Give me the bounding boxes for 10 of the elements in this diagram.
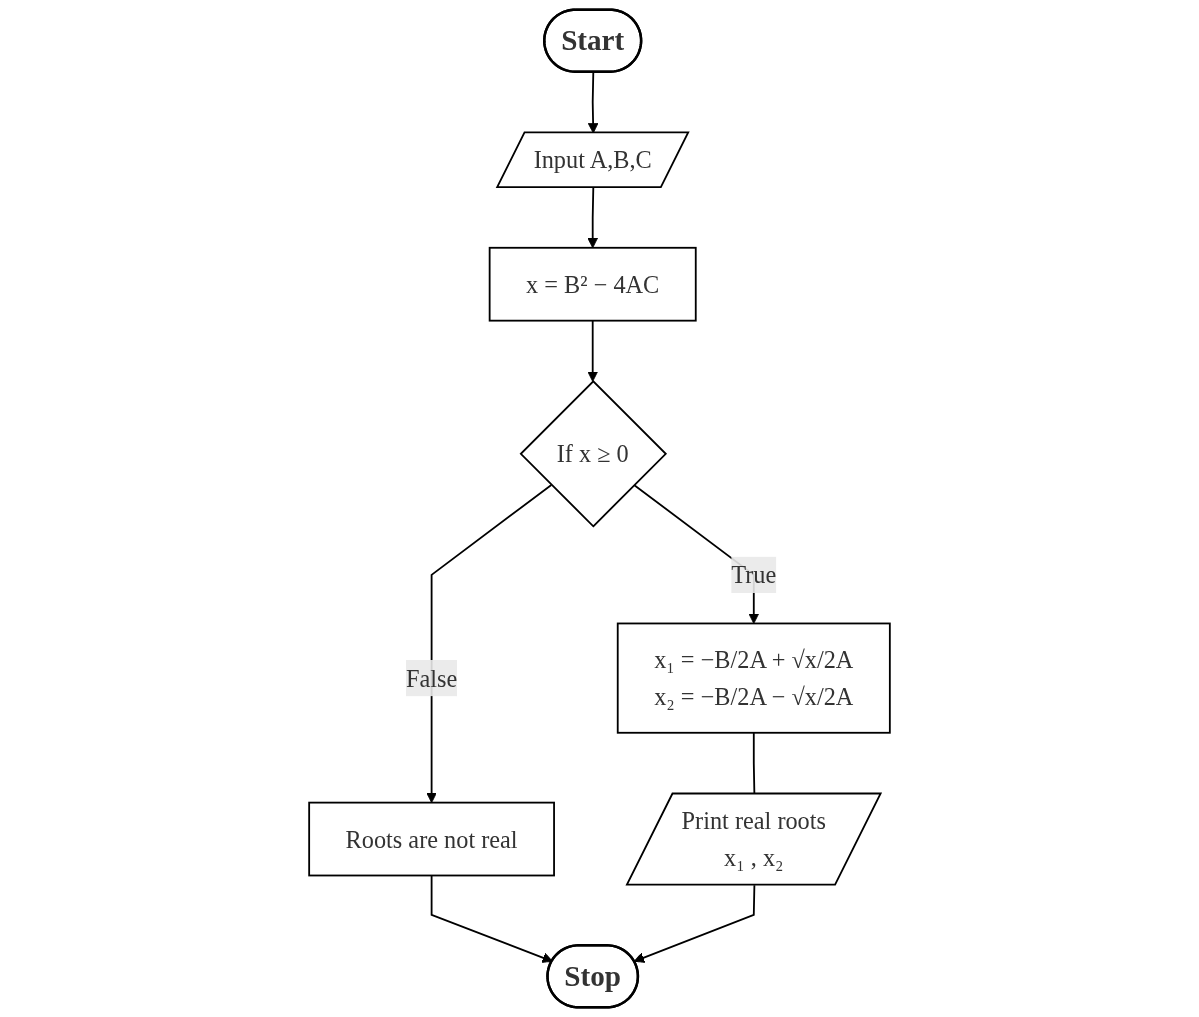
arrow	[587, 319, 599, 382]
node-box: x₁ = −B/2A + √x/2A x₂ = −B/2A − √x/2A	[616, 622, 891, 734]
arrow	[633, 884, 756, 963]
node-diamond: If x ≥ 0	[519, 380, 668, 528]
arrow	[430, 874, 553, 963]
arrow	[426, 484, 553, 804]
edge-label: True	[731, 561, 777, 589]
node-box: Roots are not real	[308, 801, 555, 877]
edge-label: False	[405, 664, 458, 692]
node-box: x = B² − 4AC	[488, 246, 697, 322]
